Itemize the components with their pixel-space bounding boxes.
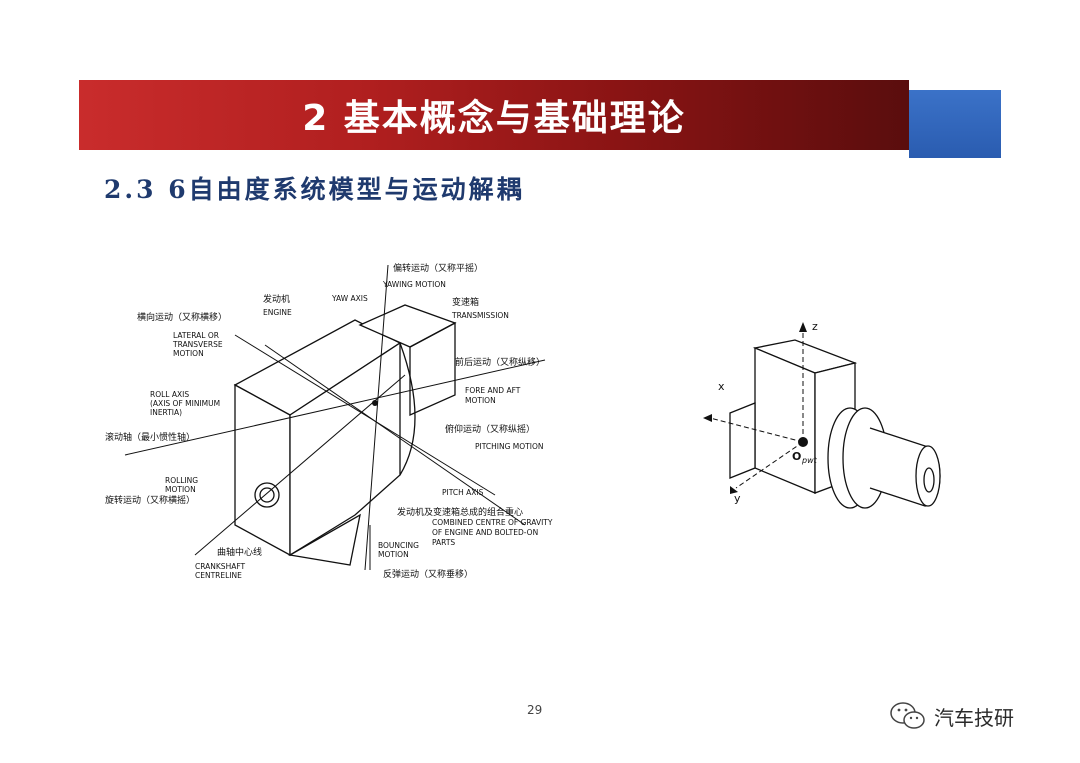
label-lateral-cn: 横向运动（又称横移） xyxy=(137,311,227,323)
axes-lines xyxy=(124,264,546,571)
label-bouncing-en1: BOUNCING xyxy=(378,541,419,550)
label-crank-cn: 曲轴中心线 xyxy=(217,546,262,558)
watermark-text: 汽车技研 xyxy=(934,705,1014,730)
wechat-icon xyxy=(890,702,925,729)
label-fore-aft-cn: 前后运动（又称纵移） xyxy=(455,356,545,368)
x-arrow-icon xyxy=(703,414,712,422)
label-crank-en2: CENTRELINE xyxy=(195,571,242,580)
label-x-axis: x xyxy=(718,380,725,393)
engine-6dof-diagram: 偏转运动（又称平摇） YAW AXIS YAWING MOTION 发动机 EN… xyxy=(105,262,553,580)
y-arrow-icon xyxy=(730,486,738,494)
label-engine-cn: 发动机 xyxy=(263,293,290,305)
label-cog-en3: PARTS xyxy=(432,538,455,547)
label-yawing-motion: YAWING MOTION xyxy=(382,280,446,289)
label-cog-en1: COMBINED CENTRE OF GRAVITY xyxy=(432,518,553,527)
label-lateral-en2: TRANSVERSE xyxy=(172,340,223,349)
powertrain-block-drawing xyxy=(729,339,941,509)
title-banner: 2 基本概念与基础理论 xyxy=(79,80,909,150)
label-bouncing-cn: 反弹运动（又称垂移） xyxy=(383,568,473,580)
label-transmission-cn: 变速箱 xyxy=(452,296,479,308)
label-origin-sub: pwt xyxy=(801,456,818,465)
page-number: 29 xyxy=(527,703,543,717)
section-title: 2.3 6自由度系统模型与运动解耦 xyxy=(104,175,525,204)
label-rolling-en1: ROLLING xyxy=(165,476,198,485)
label-roll-axis-cn: 滚动轴（最小惯性轴） xyxy=(105,431,195,443)
cog-dot xyxy=(372,400,378,406)
label-bouncing-en2: MOTION xyxy=(378,550,409,559)
label-pitching-en: PITCHING MOTION xyxy=(475,442,543,451)
label-yaw-axis: YAW AXIS xyxy=(331,294,368,303)
label-z-axis: z xyxy=(812,320,818,333)
label-lateral-en1: LATERAL OR xyxy=(173,331,219,340)
watermark: 汽车技研 xyxy=(888,700,1014,732)
label-lateral-en3: MOTION xyxy=(173,349,204,358)
label-rolling-en2: MOTION xyxy=(165,485,196,494)
origin-dot xyxy=(798,437,808,447)
coordinate-axes xyxy=(709,330,804,489)
label-pitching-cn: 俯仰运动（又称纵摇） xyxy=(445,423,535,435)
label-rolling-cn: 旋转运动（又称横摇） xyxy=(105,494,195,506)
label-fore-aft-en1: FORE AND AFT xyxy=(465,386,521,395)
label-cog-en2: OF ENGINE AND BOLTED-ON xyxy=(432,528,538,537)
label-pitch-axis: PITCH AXIS xyxy=(442,488,484,497)
label-yaw-cn: 偏转运动（又称平摇） xyxy=(393,262,483,274)
label-y-axis: y xyxy=(734,492,741,505)
z-arrow-icon xyxy=(799,322,807,332)
label-origin: O xyxy=(792,450,801,463)
label-transmission-en: TRANSMISSION xyxy=(451,311,509,320)
label-roll-axis-en1: ROLL AXIS xyxy=(150,390,189,399)
label-roll-axis-en2: (AXIS OF MINIMUM xyxy=(150,399,220,408)
title-banner-accent xyxy=(909,90,1001,158)
label-fore-aft-en2: MOTION xyxy=(465,396,496,405)
page-title: 2 基本概念与基础理论 xyxy=(302,98,686,139)
label-roll-axis-en3: INERTIA) xyxy=(150,408,182,417)
engine-block-drawing xyxy=(233,304,457,566)
powertrain-coordinate-diagram: z x y O pwt xyxy=(703,320,941,509)
label-cog-cn: 发动机及变速箱总成的组合重心 xyxy=(397,506,523,518)
label-crank-en1: CRANKSHAFT xyxy=(195,562,246,571)
label-engine-en: ENGINE xyxy=(263,308,292,317)
